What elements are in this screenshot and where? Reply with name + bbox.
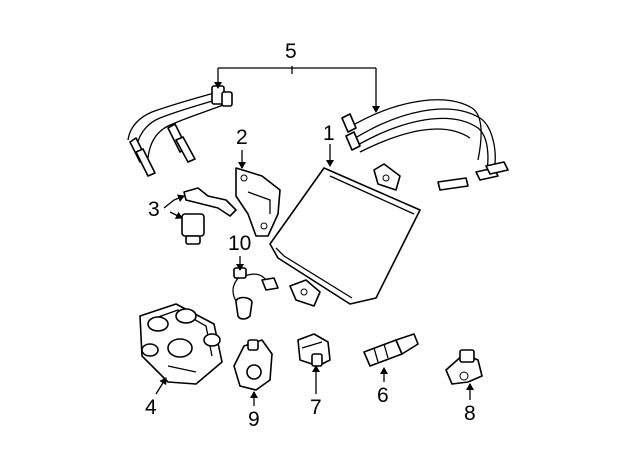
leader-lines	[155, 66, 474, 406]
cam-position-sensor	[297, 333, 331, 367]
callout-1: 1	[323, 122, 335, 145]
callout-9: 9	[248, 408, 260, 431]
temperature-sensor	[363, 333, 419, 367]
callout-7: 7	[310, 396, 322, 419]
knock-sensor	[232, 267, 279, 320]
crank-position-sensor	[233, 339, 273, 391]
callout-4: 4	[145, 396, 157, 419]
ignition-wire-set	[127, 85, 509, 191]
callout-3: 3	[148, 198, 160, 221]
igniter-module	[235, 167, 281, 237]
speed-sensor	[445, 349, 483, 385]
callout-5: 5	[285, 40, 297, 63]
callout-8: 8	[464, 402, 476, 425]
engine-control-module	[269, 163, 421, 307]
callout-10: 10	[228, 232, 251, 255]
sensor-and-clip	[181, 187, 237, 245]
callout-2: 2	[236, 126, 248, 149]
callout-6: 6	[377, 384, 389, 407]
distributor-coil	[139, 303, 223, 385]
